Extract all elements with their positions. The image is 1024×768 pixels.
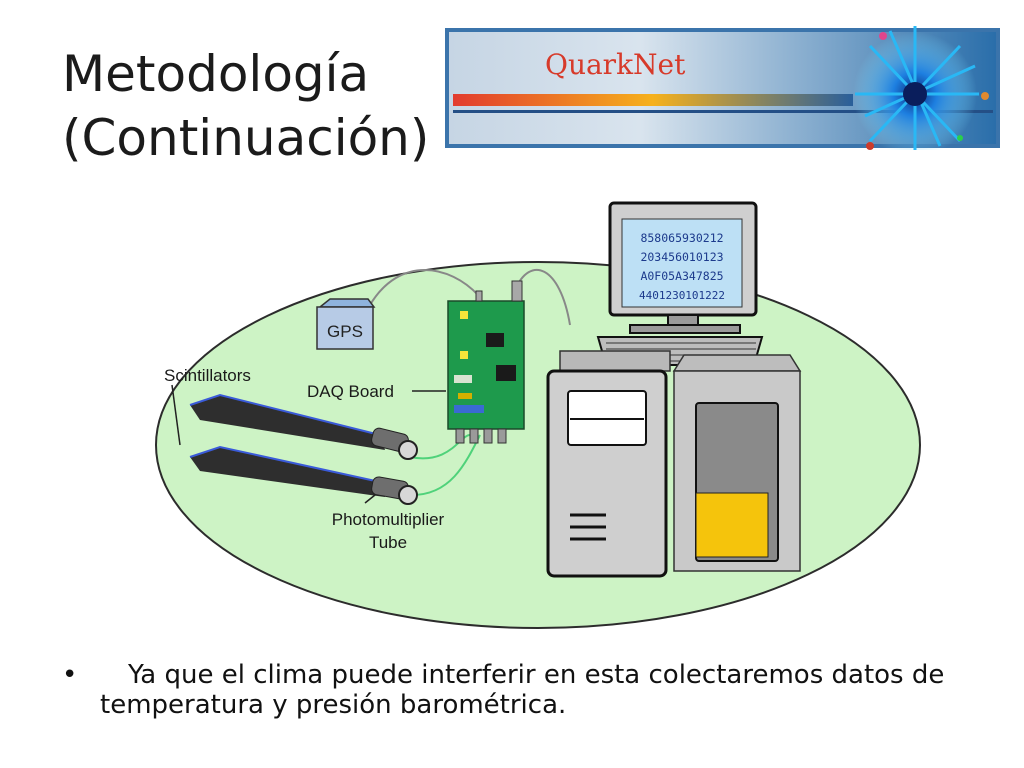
quarknet-banner: QuarkNet [445, 26, 1000, 150]
title-line-1: Metodología [62, 45, 370, 103]
gps-cable [369, 269, 479, 306]
screen-line-3: A0F05A347825 [640, 269, 723, 283]
title-line-2: (Continuación) [62, 109, 430, 167]
bullet-item: • Ya que el clima puede interferir en es… [62, 660, 962, 720]
experiment-diagram: GPS Scintillators DAQ Board Photomultipl… [155, 201, 921, 629]
pmt-pointer [364, 494, 376, 504]
gps-unit: GPS [316, 298, 376, 350]
setup-area [155, 261, 921, 629]
bullet-marker: • [62, 660, 78, 690]
pmt-label-line2: Tube [369, 533, 407, 552]
sensor-unit [672, 354, 802, 572]
pmt-label-line1: Photomultiplier [332, 510, 445, 529]
screen-line-1: 858065930212 [640, 231, 723, 245]
daq-label: DAQ Board [307, 382, 394, 401]
screen-line-4: 4401230101222 [639, 289, 725, 302]
pmt-cable-2 [411, 434, 481, 496]
pc-tower [546, 350, 671, 578]
scintillator-top [189, 393, 418, 460]
banner-title: QuarkNet [545, 48, 686, 81]
burst-graphic [853, 26, 989, 150]
scintillator-pointer [171, 384, 181, 446]
monitor: 858065930212 203456010123 A0F05A347825 4… [608, 201, 758, 334]
daq-board [447, 280, 525, 444]
bullet-text: Ya que el clima puede interferir en esta… [100, 660, 945, 720]
pmt-cable-1 [409, 434, 471, 460]
screen-line-2: 203456010123 [640, 250, 723, 264]
daq-pc-cable [514, 269, 571, 326]
gps-label: GPS [327, 322, 363, 341]
scintillator-bottom [189, 445, 418, 505]
slide-title: Metodología (Continuación) [62, 42, 429, 170]
scintillators-label: Scintillators [164, 366, 251, 385]
